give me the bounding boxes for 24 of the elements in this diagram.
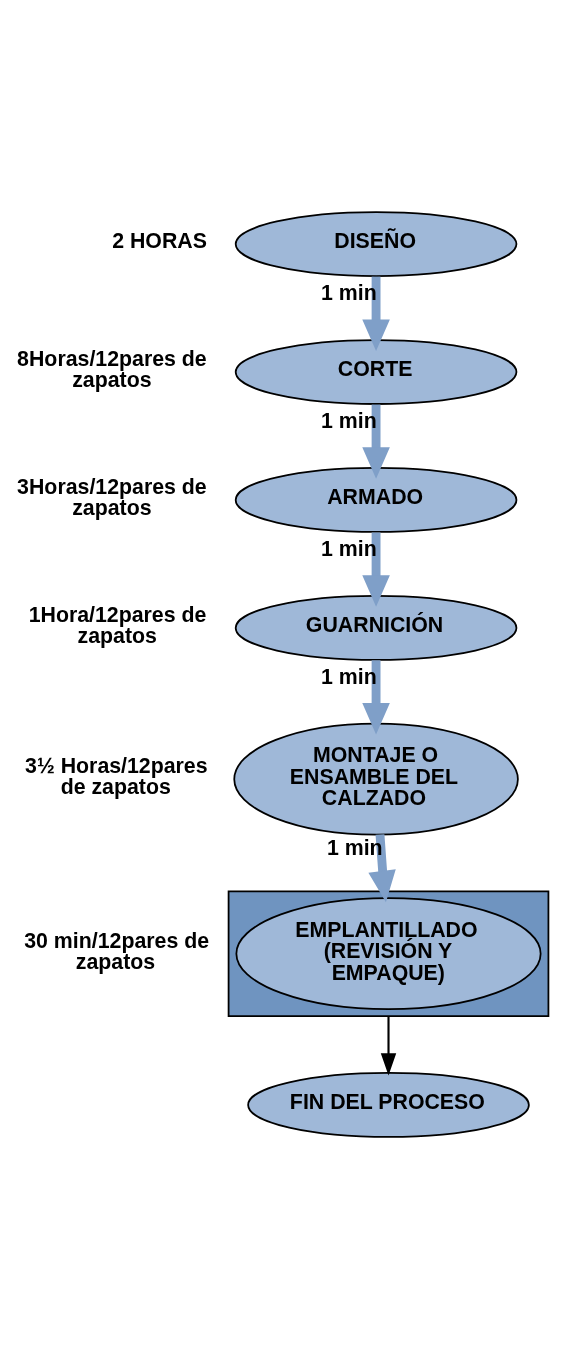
node-ellipse: GUARNICIÓN [234,595,518,661]
arrow [380,1016,397,1076]
arrow [362,532,390,607]
edge-label: 1 min [320,281,377,306]
node-ellipse: ARMADO [234,467,518,533]
node-ellipse: DISEÑO [234,211,518,277]
node-label: 3½ Horas/12pares de zapatos [25,754,208,800]
edge-label: 1 min [320,536,377,561]
node-ellipse: CORTE [234,339,518,405]
node-ellipse: EMPLANTILLADO (REVISIÓN Y EMPAQUE) [235,897,542,1011]
node-ellipse: MONTAJE O ENSAMBLE DEL CALZADO [233,722,519,836]
edge-label: 1 min [326,836,383,861]
node-ellipse: FIN DEL PROCESO [247,1072,530,1138]
edge-label: 1 min [320,664,377,689]
arrow [362,404,390,479]
node-label: 1Hora/12pares de zapatos [28,602,207,649]
node-label: 30 min/12pares de zapatos [24,928,210,974]
node-label: 8Horas/12pares de zapatos [17,346,207,393]
edge-label: 1 min [320,408,377,433]
arrow [368,834,396,903]
arrow [362,660,390,735]
node-label: 3Horas/12pares de zapatos [17,474,207,521]
arrow [362,276,390,351]
node-label: 2 HORAS [112,228,207,253]
